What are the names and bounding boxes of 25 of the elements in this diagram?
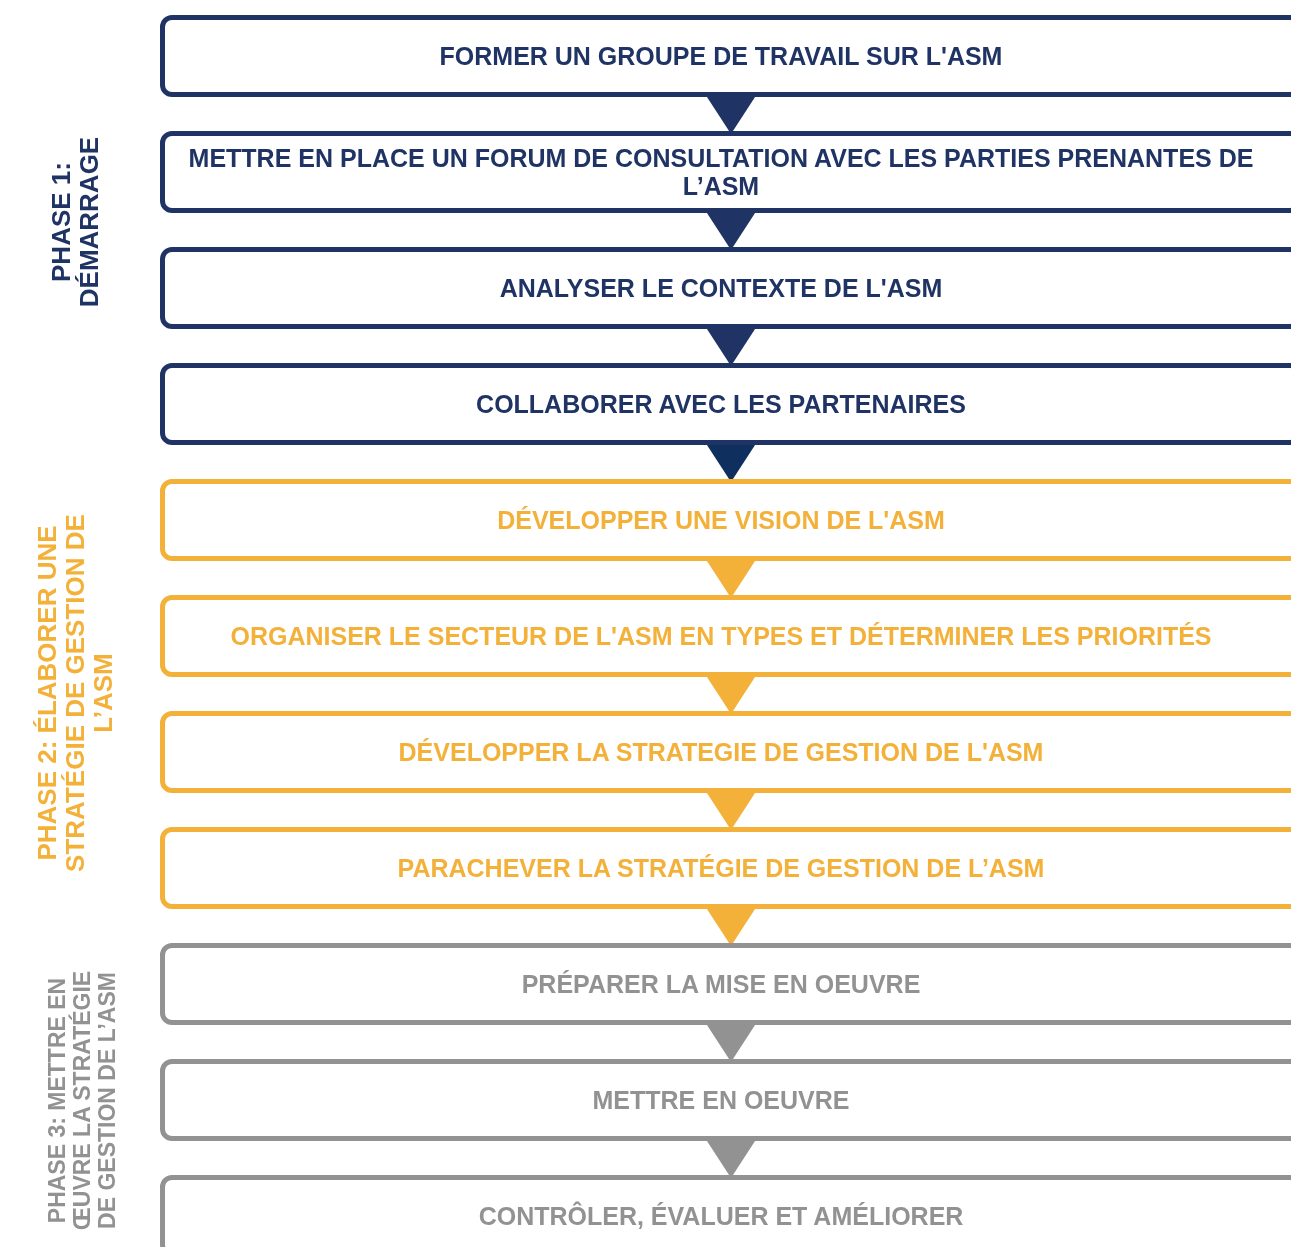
step-text: ORGANISER LE SECTEUR DE L'ASM EN TYPES ET DÉTERMINER LES PRIORITÉS [229,622,1213,650]
step-box [160,943,1291,1025]
step-box [160,827,1291,909]
step-text: PRÉPARER LA MISE EN OEUVRE [520,970,922,998]
step-text: FORMER UN GROUPE DE TRAVAIL SUR L'ASM [438,42,1004,70]
phase-label: PHASE 3: METTRE EN ŒUVRE LA STRATÉGIE DE GESTION DE L’ASM [44,969,120,1232]
step-text: METTRE EN PLACE UN FORUM DE CONSULTATION AVEC LES PARTIES PRENANTES DE L’ASM [187,144,1255,200]
step-box [160,595,1291,677]
step-box [160,247,1291,329]
step-text: PARACHEVER LA STRATÉGIE DE GESTION DE L’ASM [396,854,1046,882]
step-text: DÉVELOPPER LA STRATEGIE DE GESTION DE L'ASM [397,738,1045,766]
step-box [160,711,1291,793]
step-box [160,479,1291,561]
step-text: METTRE EN OEUVRE [591,1086,851,1114]
step-box [160,1175,1291,1247]
step-text: COLLABORER AVEC LES PARTENAIRES [475,390,967,418]
step-box [160,1059,1291,1141]
step-text: DÉVELOPPER UNE VISION DE L'ASM [496,506,946,534]
phase-label: PHASE 2: ÉLABORER UNE STRATÉGIE DE GESTION DE L’ASM [33,513,117,874]
step-box [160,15,1291,97]
step-box [160,131,1291,213]
phase-label: PHASE 1: DÉMARRAGE [47,135,103,310]
step-box [160,363,1291,445]
step-text: CONTRÔLER, ÉVALUER ET AMÉLIORER [477,1202,965,1230]
step-text: ANALYSER LE CONTEXTE DE L'ASM [498,274,944,302]
